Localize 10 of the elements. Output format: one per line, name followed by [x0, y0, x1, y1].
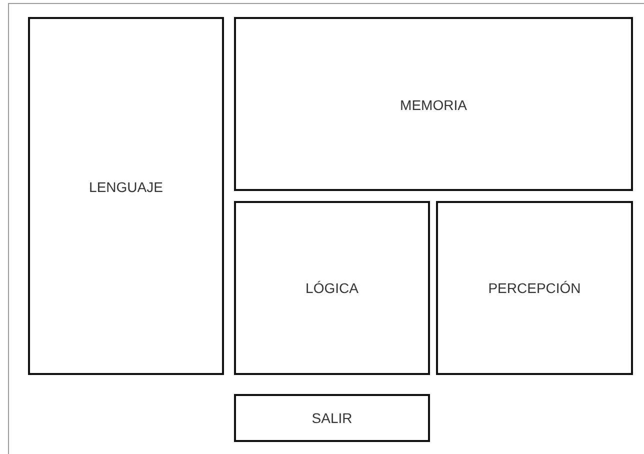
box-label: SALIR — [312, 410, 352, 426]
exit-button-box — [234, 394, 430, 442]
section-box — [234, 201, 430, 375]
box-label: PERCEPCIÓN — [488, 280, 581, 296]
box-label: LÓGICA — [306, 280, 358, 296]
section-box — [436, 201, 633, 375]
section-box — [234, 17, 633, 191]
box-label: LENGUAJE — [89, 179, 163, 195]
box-label: MEMORIA — [400, 97, 467, 113]
section-box — [28, 17, 224, 375]
